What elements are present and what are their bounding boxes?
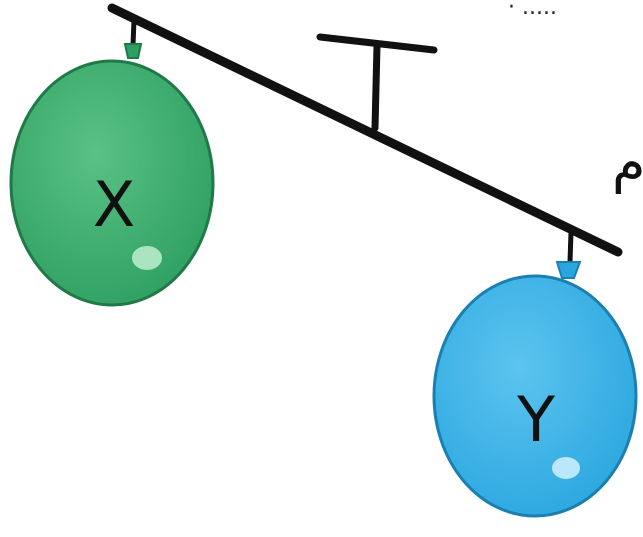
balloon-y: Y: [434, 262, 636, 516]
dotted-line-text: · .....: [508, 0, 557, 20]
balloon-x: X: [11, 44, 213, 305]
corner-mark-text: م: [612, 131, 643, 194]
balloon-y-label: Y: [516, 383, 555, 456]
string-y: [570, 232, 571, 262]
balloon-x-label: X: [93, 168, 135, 241]
string-x: [133, 20, 134, 45]
